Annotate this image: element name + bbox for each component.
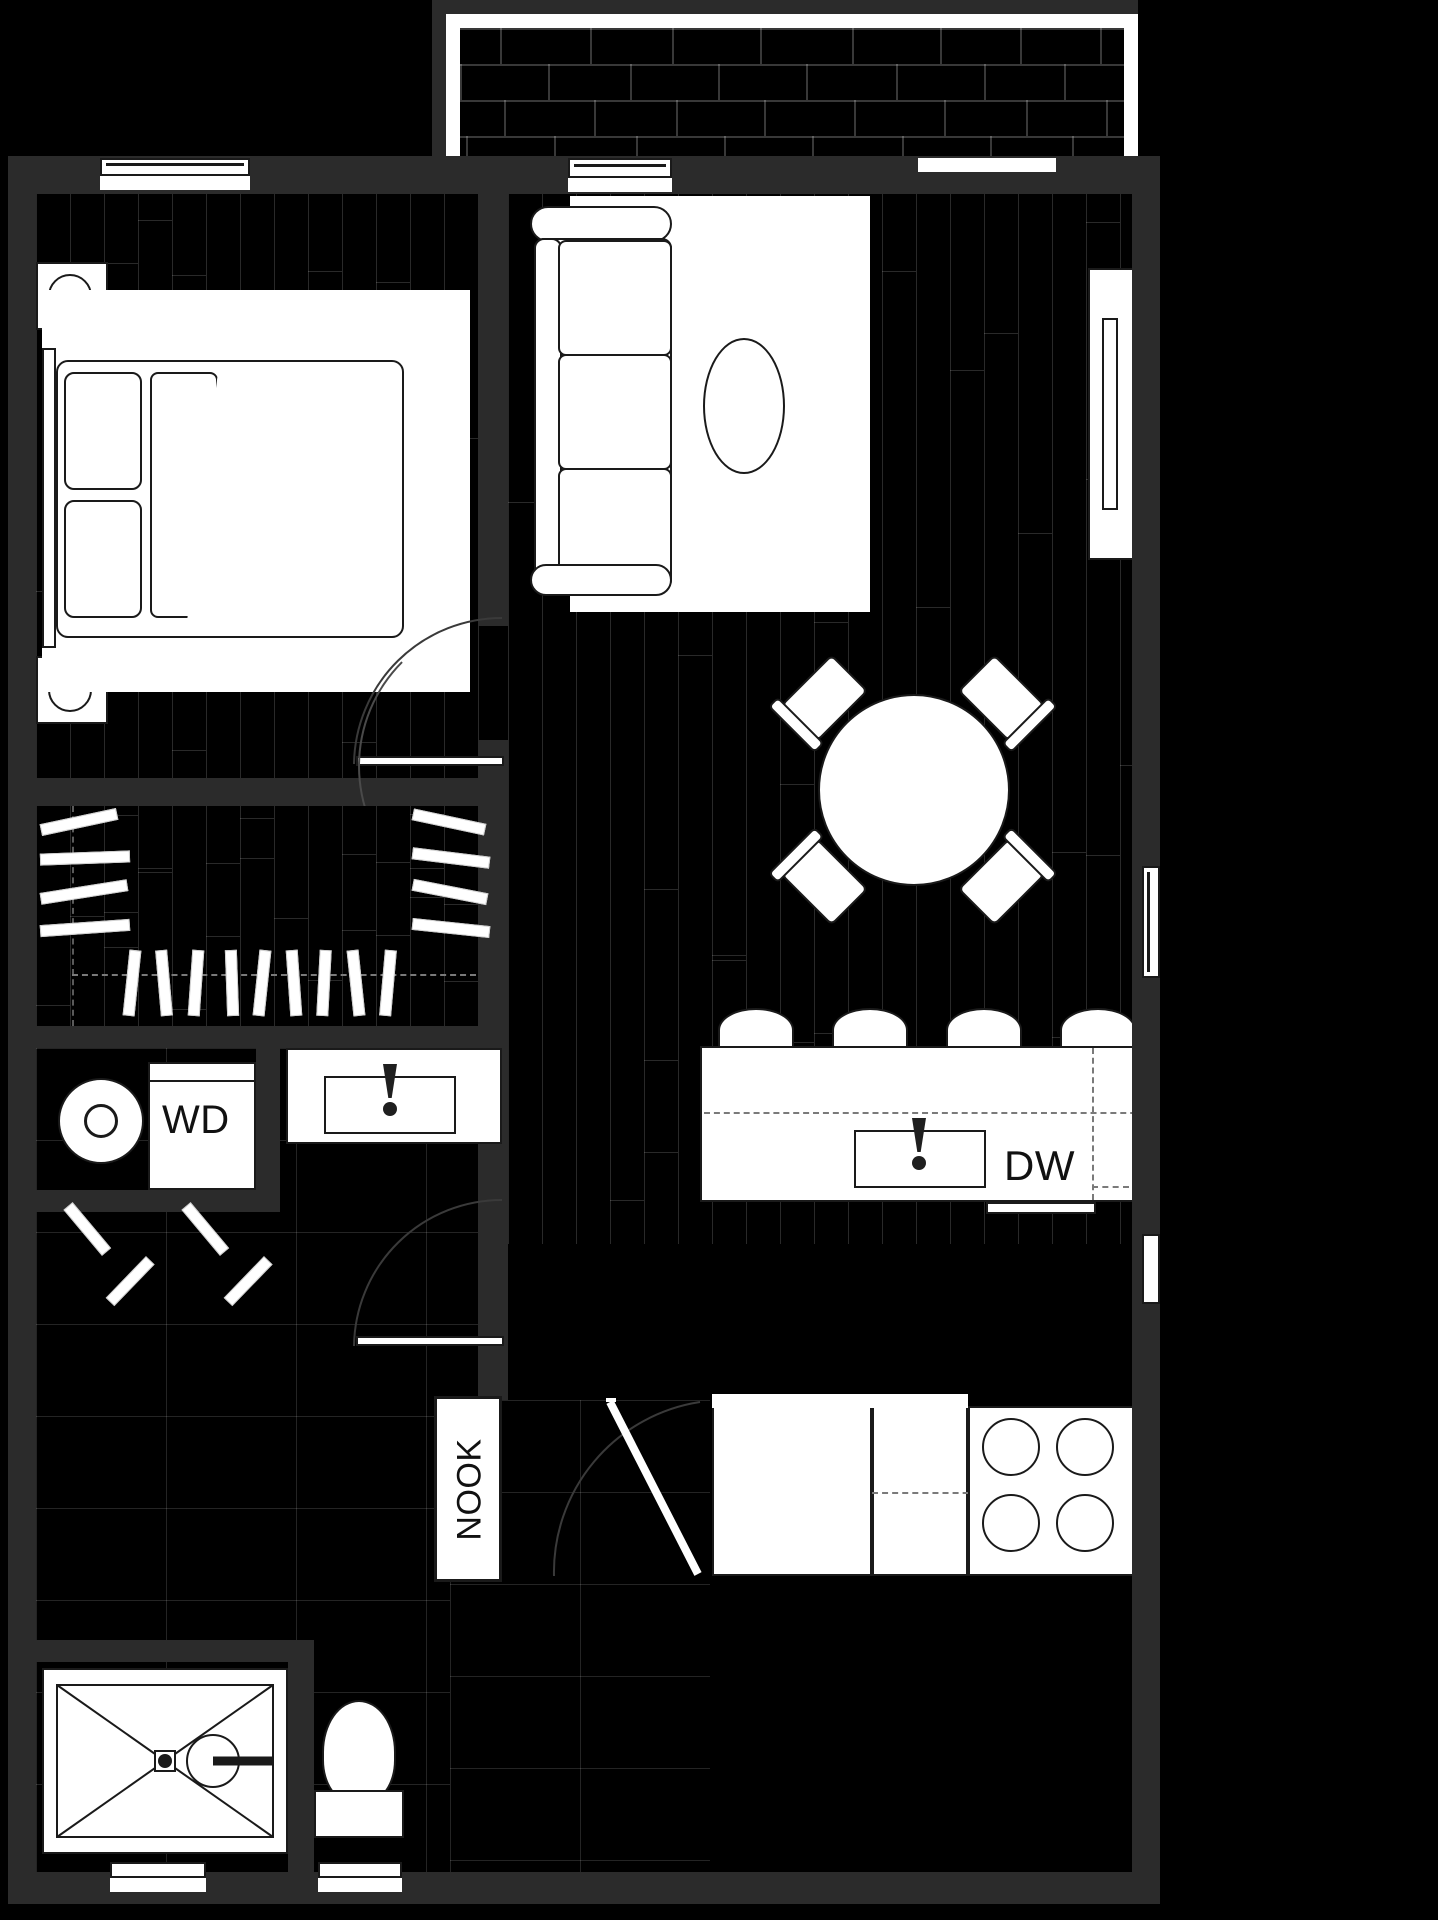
sofa-front-rail (530, 564, 672, 596)
living-window-sill (568, 178, 672, 192)
nook-panel (434, 1396, 502, 1582)
bed-pillow-top (64, 372, 142, 490)
bedroom-window-sill (100, 176, 250, 190)
laundry-wall-bottom (36, 1190, 280, 1212)
bedroom-door-arc-svg (353, 617, 503, 765)
dishwasher-label: DW (1004, 1142, 1075, 1189)
closet-rod-line-bottom (72, 974, 476, 976)
kitchen-side-window (1142, 1234, 1160, 1304)
toilet-tank (314, 1790, 404, 1838)
dishwasher-bottom-line (1092, 1186, 1160, 1188)
toilet-window-sill (318, 1878, 402, 1892)
coffee-table (703, 338, 785, 474)
bedroom-living-partition (478, 194, 508, 626)
wall-stub-bottom-2 (206, 1872, 318, 1904)
bath-partition-top (36, 1640, 314, 1662)
entry-door-leaf[interactable] (606, 1398, 616, 1402)
island-overhang-line (704, 1112, 1156, 1114)
bath-window (110, 1862, 206, 1878)
bath-door-leaf[interactable] (356, 1336, 504, 1346)
bed-headboard (42, 348, 56, 648)
bath-window-sill (110, 1878, 206, 1892)
dining-table (818, 694, 1010, 886)
burner-3-icon (982, 1494, 1040, 1552)
closet-hanger-b4 (224, 949, 240, 1017)
kitchen-base-cabinet-mid (872, 1406, 968, 1576)
entry-door-swing-arc (552, 1400, 702, 1577)
wall-stub-bedroom-left (250, 156, 478, 194)
bar-stool-1 (718, 1008, 794, 1052)
washer-dryer (148, 1062, 256, 1190)
living-side-window-mullion (1147, 872, 1150, 972)
wall-stub-right-1 (1132, 156, 1160, 866)
wall-stub-bedroom-left2 (8, 156, 100, 194)
sofa-cushion-2 (558, 354, 672, 470)
balcony-floor (460, 28, 1124, 172)
living-side-window (1142, 866, 1160, 978)
bath-door-swing-arc (353, 1199, 503, 1347)
wall-stub-top-right (1056, 156, 1132, 194)
toilet-bowl (322, 1700, 396, 1804)
laundry-wall-right (256, 1048, 280, 1190)
balcony-rail-right (1124, 14, 1138, 160)
island-base-strip (986, 1202, 1096, 1214)
bed-pillow-bottom (64, 500, 142, 618)
closet-wall-bottom (8, 1026, 508, 1048)
closet-floor (36, 806, 478, 1026)
bar-stool-2 (832, 1008, 908, 1052)
wall-stub-kitchen-top (672, 156, 776, 194)
balcony-threshold (776, 158, 918, 194)
water-heater-inner-icon (84, 1104, 118, 1138)
tv-panel (1102, 318, 1118, 510)
bedroom-window (100, 158, 250, 176)
sofa-cushion-1 (558, 240, 672, 356)
balcony-wall-left (432, 0, 446, 160)
toilet-window (318, 1862, 402, 1878)
bedroom-window-mullion (106, 163, 244, 166)
sofa-back (530, 206, 672, 242)
wall-stub-right-3 (1132, 1304, 1160, 1904)
living-window-mullion (574, 164, 666, 167)
kitchen-faucet-handle-icon (912, 1156, 926, 1170)
shower-pan-slope-icon (56, 1684, 274, 1838)
balcony-rail (446, 14, 1138, 28)
dishwasher-divider (1092, 1048, 1094, 1200)
burner-4-icon (1056, 1494, 1114, 1552)
wall-stub-bottom-3 (402, 1872, 1160, 1904)
bath-partition (288, 1660, 314, 1872)
kitchen-base-cabinet-left (712, 1406, 872, 1576)
burner-1-icon (982, 1418, 1040, 1476)
balcony-rail-left (446, 14, 460, 160)
wall-stub-bottom-1 (8, 1872, 110, 1904)
kitchen-counter-top (712, 1394, 968, 1408)
burner-2-icon (1056, 1418, 1114, 1476)
wall-stub-right-2 (1132, 978, 1160, 1234)
washer-dryer-top-line (150, 1080, 254, 1082)
closet-rod-line-left (72, 806, 76, 1026)
balcony-wall-outer (432, 0, 1138, 14)
bar-stool-3 (946, 1008, 1022, 1052)
living-window (568, 158, 672, 178)
bedroom-door-swing-arc (358, 618, 654, 914)
washer-dryer-label: WD (162, 1098, 230, 1142)
nook-label: NOOK (450, 1438, 489, 1541)
vanity-faucet-handle-icon (383, 1102, 397, 1116)
